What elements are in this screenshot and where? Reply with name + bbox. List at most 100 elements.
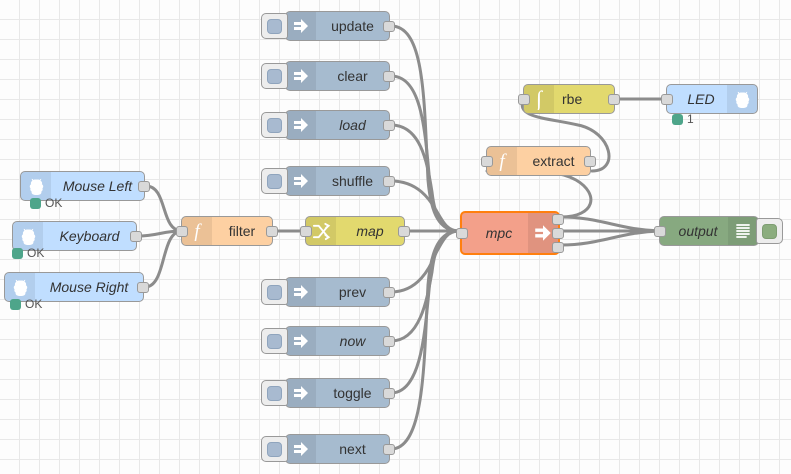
output-port[interactable]	[383, 444, 395, 455]
inject-trigger-button[interactable]	[261, 279, 288, 305]
node-function-filter[interactable]: f filter	[176, 216, 278, 246]
wire-now-mpc	[389, 229, 461, 343]
svg-text:∫: ∫	[534, 88, 544, 110]
wire-mpc-out1-output	[559, 215, 662, 233]
node-label: LED	[687, 91, 715, 107]
output-port[interactable]	[266, 226, 278, 237]
output-port-1[interactable]	[552, 214, 564, 225]
wire-toggle-mpc	[389, 229, 461, 395]
node-inject-now[interactable]: now	[261, 326, 395, 356]
inject-arrow-icon	[286, 327, 316, 355]
node-inject-update[interactable]: update	[261, 11, 395, 41]
input-port[interactable]	[300, 226, 312, 237]
output-port[interactable]	[383, 388, 395, 399]
output-port[interactable]	[584, 156, 596, 167]
output-port[interactable]	[383, 336, 395, 347]
node-label: output	[678, 223, 718, 239]
node-inject-prev[interactable]: prev	[261, 277, 395, 307]
output-port-3[interactable]	[552, 242, 564, 253]
status-text: OK	[45, 196, 63, 210]
node-inject-shuffle[interactable]: shuffle	[261, 166, 395, 196]
inject-trigger-button[interactable]	[261, 168, 288, 194]
output-port[interactable]	[138, 181, 150, 192]
debug-lines-icon	[728, 217, 758, 245]
wire-mpc-out3-output	[559, 229, 662, 247]
node-label: shuffle	[332, 173, 373, 189]
status-badge-mouse-right: OK	[10, 297, 42, 311]
raspberry-pi-icon	[727, 85, 757, 113]
output-port[interactable]	[383, 287, 395, 298]
output-port-2[interactable]	[552, 228, 564, 239]
node-debug-output[interactable]: output	[654, 216, 783, 246]
output-port[interactable]	[130, 231, 142, 242]
inject-trigger-button[interactable]	[261, 380, 288, 406]
input-port[interactable]	[481, 156, 493, 167]
input-port[interactable]	[518, 94, 530, 105]
inject-button-face	[267, 68, 282, 84]
output-port[interactable]	[398, 226, 410, 237]
node-rpi-mouse-right[interactable]: Mouse Right	[4, 272, 149, 302]
output-port[interactable]	[383, 21, 395, 32]
inject-arrow-icon	[286, 12, 316, 40]
node-label: prev	[338, 284, 367, 300]
node-inject-clear[interactable]: clear	[261, 61, 395, 91]
status-badge-mouse-left: OK	[30, 196, 62, 210]
output-port[interactable]	[608, 94, 620, 105]
status-text: OK	[27, 246, 45, 260]
wire-next-mpc	[389, 229, 461, 451]
output-port[interactable]	[383, 176, 395, 187]
status-dot-icon	[30, 197, 41, 209]
node-inject-toggle[interactable]: toggle	[261, 378, 395, 408]
node-label: Mouse Left	[62, 178, 133, 194]
node-switch-map[interactable]: map	[300, 216, 410, 246]
wire-load-mpc	[389, 123, 461, 233]
input-port[interactable]	[456, 228, 468, 239]
node-label: load	[339, 117, 366, 133]
node-inject-load[interactable]: load	[261, 110, 395, 140]
inject-arrow-icon	[286, 62, 316, 90]
inject-button-face	[267, 385, 282, 401]
status-dot-icon	[12, 247, 23, 259]
inject-arrow-icon	[286, 435, 316, 463]
output-port[interactable]	[383, 71, 395, 82]
output-port[interactable]	[137, 282, 149, 293]
debug-button-face	[762, 223, 777, 239]
wire-update-mpc	[389, 24, 461, 233]
node-label: clear	[337, 68, 368, 84]
inject-arrow-icon	[286, 278, 316, 306]
status-badge-keyboard: OK	[12, 246, 44, 260]
inject-trigger-button[interactable]	[261, 13, 288, 39]
node-label: next	[339, 441, 366, 457]
inject-trigger-button[interactable]	[261, 112, 288, 138]
inject-trigger-button[interactable]	[261, 436, 288, 462]
wire-clear-mpc	[389, 74, 461, 233]
svg-text:f: f	[194, 221, 202, 241]
node-rpi-keyboard[interactable]: Keyboard	[12, 221, 142, 251]
node-rpi-led[interactable]: LED	[661, 84, 758, 114]
input-port[interactable]	[661, 94, 673, 105]
status-dot-icon	[672, 113, 683, 125]
node-label: extract	[532, 153, 575, 169]
node-label: rbe	[562, 91, 583, 107]
inject-button-face	[267, 18, 282, 34]
inject-trigger-button[interactable]	[261, 63, 288, 89]
inject-arrow-icon	[286, 111, 316, 139]
status-text: 1	[687, 112, 694, 126]
inject-trigger-button[interactable]	[261, 328, 288, 354]
output-port[interactable]	[383, 120, 395, 131]
node-inject-next[interactable]: next	[261, 434, 395, 464]
wire-mouseright-filter	[143, 229, 184, 289]
node-label: filter	[228, 223, 256, 239]
raspberry-pi-icon	[21, 172, 51, 200]
debug-toggle-button[interactable]	[756, 218, 783, 244]
node-mpc[interactable]: mpc	[456, 211, 564, 255]
node-rpi-mouse-left[interactable]: Mouse Left	[20, 171, 150, 201]
input-port[interactable]	[654, 226, 666, 237]
inject-arrow-icon	[286, 379, 316, 407]
node-function-extract[interactable]: f extract	[481, 146, 596, 176]
node-rbe[interactable]: ∫ rbe	[518, 84, 620, 114]
node-label: mpc	[485, 225, 513, 241]
node-label: update	[331, 18, 374, 34]
input-port[interactable]	[176, 226, 188, 237]
